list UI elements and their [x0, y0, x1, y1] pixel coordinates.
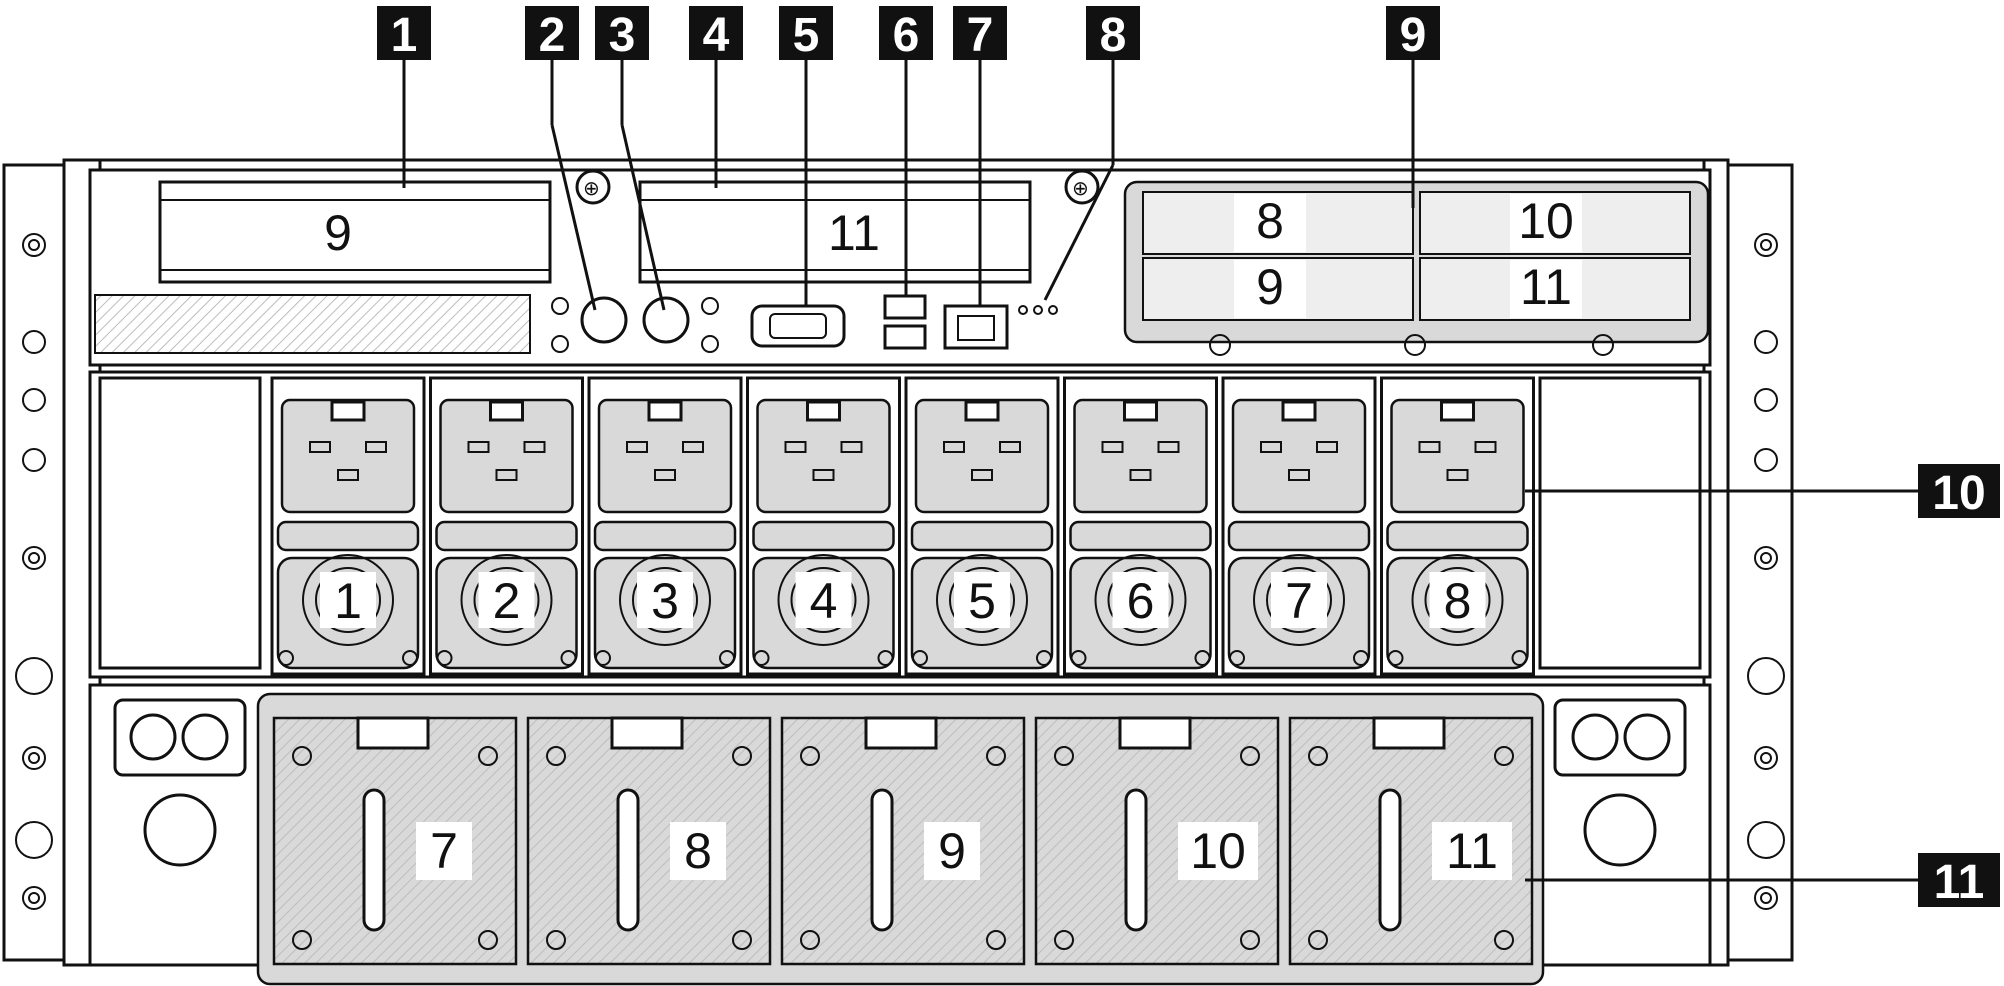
callouts: 1 2 3 4 5 6 7 8 9 10 11: [377, 6, 2000, 909]
psu-bay: 4: [746, 376, 901, 676]
psu-bay: 1: [270, 376, 426, 676]
psu-bay: 6: [1063, 376, 1218, 676]
psu-bay-label: 8: [1444, 573, 1472, 629]
psu-bay-label: 6: [1127, 573, 1155, 629]
pcie-slot-labels: 9 11: [300, 205, 890, 263]
callout-8: 8: [1100, 9, 1127, 62]
pcie-slot-label-2: 11: [828, 205, 880, 261]
psu-bay-label: 1: [334, 573, 362, 629]
callout-9: 9: [1400, 9, 1427, 62]
drive-bay-label-2: 10: [1518, 193, 1574, 249]
leader-lines: [402, 60, 1918, 882]
lower-bay-label: 8: [684, 823, 712, 879]
lower-bay-label: 7: [430, 823, 458, 879]
callout-10: 10: [1932, 467, 1985, 520]
psu-bay: 3: [587, 376, 743, 676]
psu-bay: 5: [904, 376, 1060, 676]
svg-text:⊕: ⊕: [1072, 178, 1089, 200]
callout-6: 6: [893, 9, 920, 62]
psu-bays: 1 2 3 4 5 6 7 8: [270, 376, 1535, 676]
drive-bay-label-3: 9: [1256, 259, 1284, 315]
lower-bay: 10: [1034, 716, 1280, 966]
lower-bay-label: 11: [1446, 823, 1498, 879]
psu-bay-label: 7: [1285, 573, 1313, 629]
callout-2: 2: [539, 9, 566, 62]
lower-bay: 8: [526, 716, 772, 966]
psu-bay: 2: [429, 376, 584, 676]
callout-4: 4: [703, 9, 730, 62]
lower-bay: 9: [780, 716, 1026, 966]
psu-bay-label: 4: [810, 573, 838, 629]
psu-bay-label: 5: [968, 573, 996, 629]
psu-bay: 7: [1221, 376, 1377, 676]
psu-bay: 8: [1380, 376, 1535, 676]
lower-bay: 7: [272, 716, 518, 966]
callout-11: 11: [1934, 856, 1985, 909]
drive-bay-label-1: 8: [1256, 193, 1284, 249]
lower-bay: 11: [1288, 716, 1534, 966]
psu-bay-label: 2: [493, 573, 521, 629]
drive-bay-label-4: 11: [1520, 259, 1572, 315]
drive-bay-labels: 8 10 9 11: [1234, 193, 1582, 318]
pcie-slot-label-1: 9: [324, 205, 352, 261]
callout-1: 1: [391, 9, 418, 62]
svg-text:⊕: ⊕: [583, 178, 600, 200]
right-ear-holes: [1747, 233, 1785, 910]
callout-7: 7: [967, 9, 994, 62]
left-ear-holes: [15, 233, 53, 910]
lower-bay-label: 10: [1190, 823, 1246, 879]
psu-bay-label: 3: [651, 573, 679, 629]
callout-5: 5: [793, 9, 820, 62]
lower-bay-label: 9: [938, 823, 966, 879]
lower-bays: 7 8 9 10 11: [272, 716, 1534, 966]
callout-3: 3: [609, 9, 636, 62]
drive-cage: [1123, 180, 1710, 356]
